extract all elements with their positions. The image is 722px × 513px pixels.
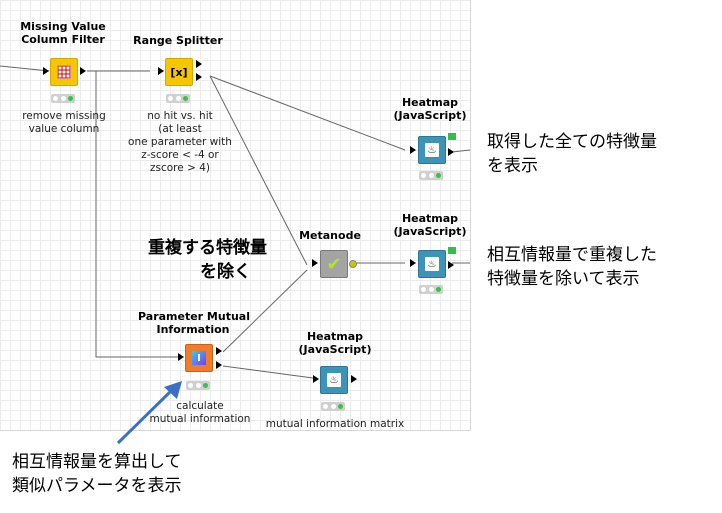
input-port[interactable] — [410, 146, 416, 154]
table-grid-icon — [57, 65, 71, 79]
node-title: Metanode — [299, 229, 361, 242]
output-port[interactable] — [448, 148, 454, 156]
check-icon: ✔ — [326, 253, 342, 275]
status-indicator — [51, 94, 75, 103]
node-title: Heatmap(JavaScript) — [393, 212, 467, 238]
input-port[interactable] — [313, 375, 319, 383]
input-port[interactable] — [43, 67, 49, 75]
filter-icon[interactable] — [50, 58, 78, 86]
output-port[interactable] — [349, 260, 357, 268]
annotation-remove-duplicates: 重複する特徴量 を除く — [148, 238, 267, 282]
view-port[interactable] — [448, 133, 456, 140]
node-caption: mutual information matrix — [265, 418, 405, 430]
heatmap-view-icon[interactable]: ♨ — [418, 250, 446, 278]
javascript-flame-icon: ♨ — [425, 257, 439, 271]
output-port[interactable] — [351, 375, 357, 383]
range-splitter-icon[interactable]: [x] — [165, 58, 193, 86]
output-port[interactable] — [80, 67, 86, 75]
input-port[interactable] — [158, 67, 164, 75]
node-title: Heatmap(JavaScript) — [393, 96, 467, 122]
view-port[interactable] — [448, 247, 456, 254]
status-indicator — [419, 171, 443, 180]
heatmap-view-icon[interactable]: ♨ — [418, 136, 446, 164]
output-port-2[interactable] — [216, 361, 222, 369]
annotation-mi-calc: 相互情報量を算出して 類似パラメータを表示 — [12, 452, 182, 496]
javascript-flame-icon: ♨ — [425, 143, 439, 157]
output-port-2[interactable] — [196, 73, 202, 81]
input-port[interactable] — [410, 259, 416, 267]
input-port[interactable] — [178, 353, 184, 361]
heatmap-view-icon[interactable]: ♨ — [320, 366, 348, 394]
node-title: Range Splitter — [133, 34, 223, 47]
input-port[interactable] — [312, 259, 318, 267]
status-indicator — [419, 285, 443, 294]
annotation-all-features: 取得した全ての特徴量 を表示 — [487, 132, 657, 176]
output-port-1[interactable] — [196, 60, 202, 68]
status-indicator — [186, 381, 210, 390]
javascript-flame-icon: ♨ — [327, 373, 341, 387]
output-port-1[interactable] — [216, 347, 222, 355]
status-indicator — [166, 94, 190, 103]
node-caption: no hit vs. hit (at least one parameter w… — [128, 110, 232, 174]
metanode-icon[interactable]: ✔ — [320, 250, 348, 278]
status-indicator — [321, 402, 345, 411]
annotation-mi-removed: 相互情報量で重複した 特徴量を除いて表示 — [487, 245, 657, 289]
node-title: Heatmap(JavaScript) — [298, 330, 372, 356]
output-port[interactable] — [448, 261, 454, 269]
mutual-information-icon[interactable]: I — [185, 344, 213, 372]
